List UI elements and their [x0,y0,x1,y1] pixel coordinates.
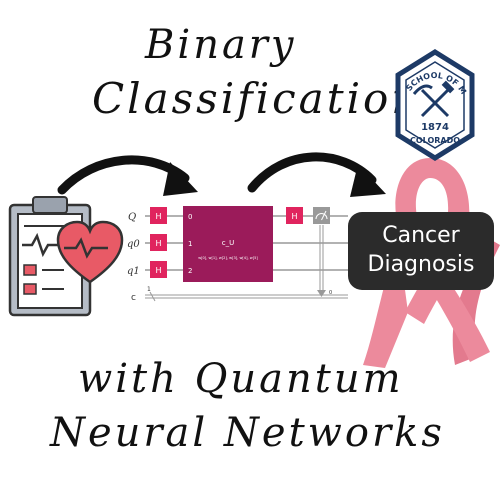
unitary-input-0: 0 [188,213,192,221]
wire-label-Q: Q [128,212,136,223]
title-line-4: Neural Networks [50,410,445,456]
output-line-1: Cancer [382,223,460,248]
h-gate-label: H [291,212,297,221]
h-gate-Q [150,207,167,224]
h-gate-Q-final [286,207,303,224]
wire-label-q0: q0 [127,239,140,250]
unitary-input-2: 2 [188,267,192,275]
h-gate-label: H [155,266,161,275]
title-line-2: Classification [92,74,422,123]
unitary-gate [183,206,273,282]
arrow-right-icon [247,152,386,197]
arrow-left-icon [57,155,198,196]
unitary-input-1: 1 [188,240,192,248]
meter-icon [321,210,327,221]
wire-label-q1: q1 [127,266,140,277]
cancer-diagnosis-box: Cancer Diagnosis [348,212,494,290]
unitary-params: w[0], w[1], w[2], w[3], w[4], w[5] [198,256,258,260]
output-line-2: Diagnosis [367,252,475,277]
classical-count: 1 [147,286,151,293]
logo-year: 1874 [421,122,449,133]
h-gate-label: H [155,239,161,248]
title-line-3: with Quantum [78,356,404,402]
measure-gate [313,207,330,224]
wire-label-c: c [131,293,136,303]
h-gate-q0 [150,234,167,251]
unitary-label: c_U [222,239,234,247]
pickaxe-hammer-icon [412,80,455,118]
h-gate-q1 [150,261,167,278]
school-logo: SCHOOL OF MINES 1874 COLORADO [0,0,475,161]
h-gate-label: H [155,212,161,221]
measure-index: 0 [329,290,332,296]
title-line-1: Binary [145,22,297,68]
logo-text-bottom: COLORADO [410,136,460,145]
heart-icon [56,220,124,284]
quantum-circuit: Q q0 q1 c 1 H H H 0 1 2 c_U w[0], w[1], … [127,206,348,303]
